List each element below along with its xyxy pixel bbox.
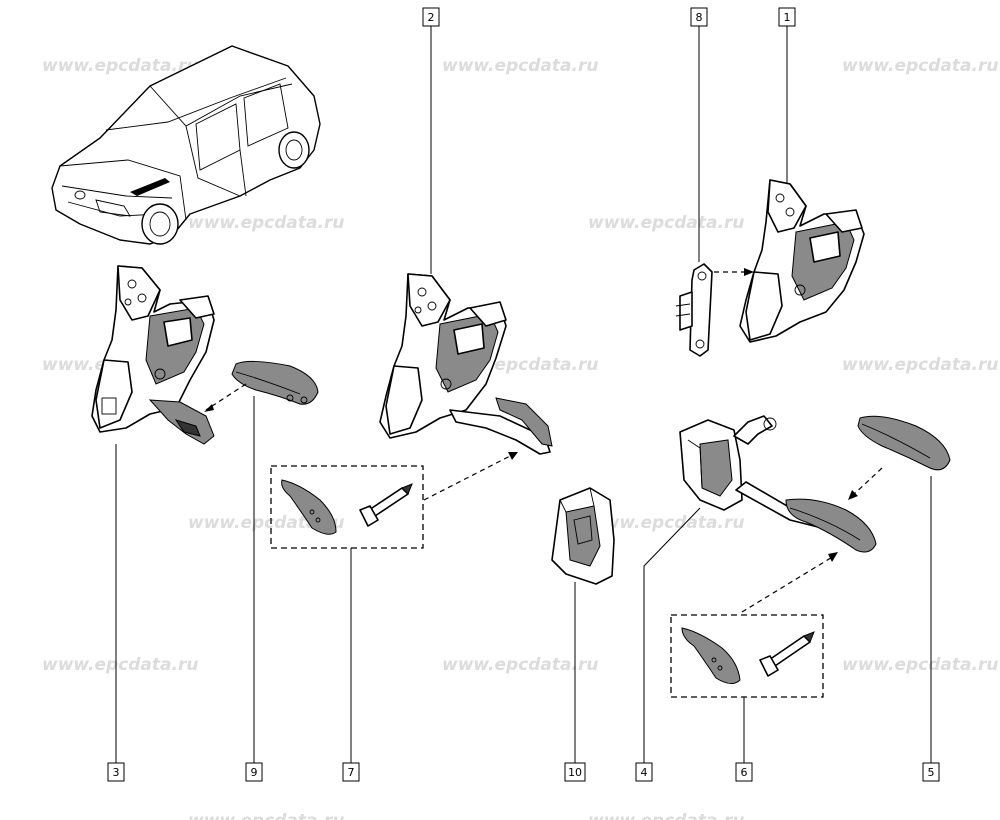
callout-number: 6 bbox=[741, 766, 748, 779]
callout-3: 3 bbox=[107, 762, 125, 782]
part-2-pedal-assembly bbox=[379, 273, 553, 455]
callout-number: 5 bbox=[928, 766, 935, 779]
callout-number: 10 bbox=[568, 766, 582, 779]
car-illustration bbox=[51, 45, 321, 245]
callout-number: 2 bbox=[428, 11, 435, 24]
arrow-6-to-4 bbox=[741, 555, 835, 613]
callout-8: 8 bbox=[690, 7, 708, 27]
watermark: www.epcdata.ru bbox=[842, 355, 998, 375]
callout-7: 7 bbox=[342, 762, 360, 782]
arrowhead bbox=[828, 552, 838, 562]
part-5-pedal-pad bbox=[857, 415, 951, 471]
leader-lines bbox=[115, 26, 932, 763]
arrow-9-to-3 bbox=[205, 383, 247, 411]
part-1-pedal-assembly bbox=[739, 179, 865, 343]
arrowhead bbox=[848, 490, 858, 500]
watermark: www.epcdata.ru bbox=[842, 56, 998, 76]
callout-5: 5 bbox=[922, 762, 940, 782]
watermark: www.epcdata.ru bbox=[842, 655, 998, 675]
callout-10: 10 bbox=[564, 762, 586, 782]
arrow-5-to-4 bbox=[851, 467, 883, 497]
watermark: www.epcdata.ru bbox=[588, 513, 744, 533]
part-10-mount bbox=[551, 487, 615, 585]
part-4-pedal-bracket bbox=[679, 415, 877, 553]
part-3-pedal-assembly bbox=[91, 265, 215, 445]
callout-4: 4 bbox=[635, 762, 653, 782]
watermark: www.epcdata.ru bbox=[588, 213, 744, 233]
callout-number: 3 bbox=[113, 766, 120, 779]
callout-number: 4 bbox=[641, 766, 648, 779]
part-8-bracket bbox=[675, 263, 713, 357]
watermark: www.epcdata.ru bbox=[588, 811, 744, 820]
part-9-pedal-pad bbox=[231, 360, 319, 405]
callout-1: 1 bbox=[778, 7, 796, 27]
arrowhead bbox=[204, 404, 214, 412]
arrowhead bbox=[508, 452, 518, 460]
part-6-repair-kit bbox=[670, 614, 824, 698]
callout-9: 9 bbox=[245, 762, 263, 782]
part-7-repair-kit bbox=[270, 465, 424, 549]
watermark: www.epcdata.ru bbox=[442, 56, 598, 76]
watermark: www.epcdata.ru bbox=[42, 56, 198, 76]
callout-number: 9 bbox=[251, 766, 258, 779]
watermark: www.epcdata.ru bbox=[188, 811, 344, 820]
watermark: www.epcdata.ru bbox=[42, 655, 198, 675]
callout-number: 8 bbox=[696, 11, 703, 24]
callout-number: 1 bbox=[784, 11, 791, 24]
watermark: www.epcdata.ru bbox=[188, 213, 344, 233]
watermark: www.epcdata.ru bbox=[442, 655, 598, 675]
arrowhead bbox=[744, 268, 754, 276]
callout-number: 7 bbox=[348, 766, 355, 779]
callout-6: 6 bbox=[735, 762, 753, 782]
arrow-7-to-2 bbox=[423, 453, 515, 501]
callout-2: 2 bbox=[422, 7, 440, 27]
